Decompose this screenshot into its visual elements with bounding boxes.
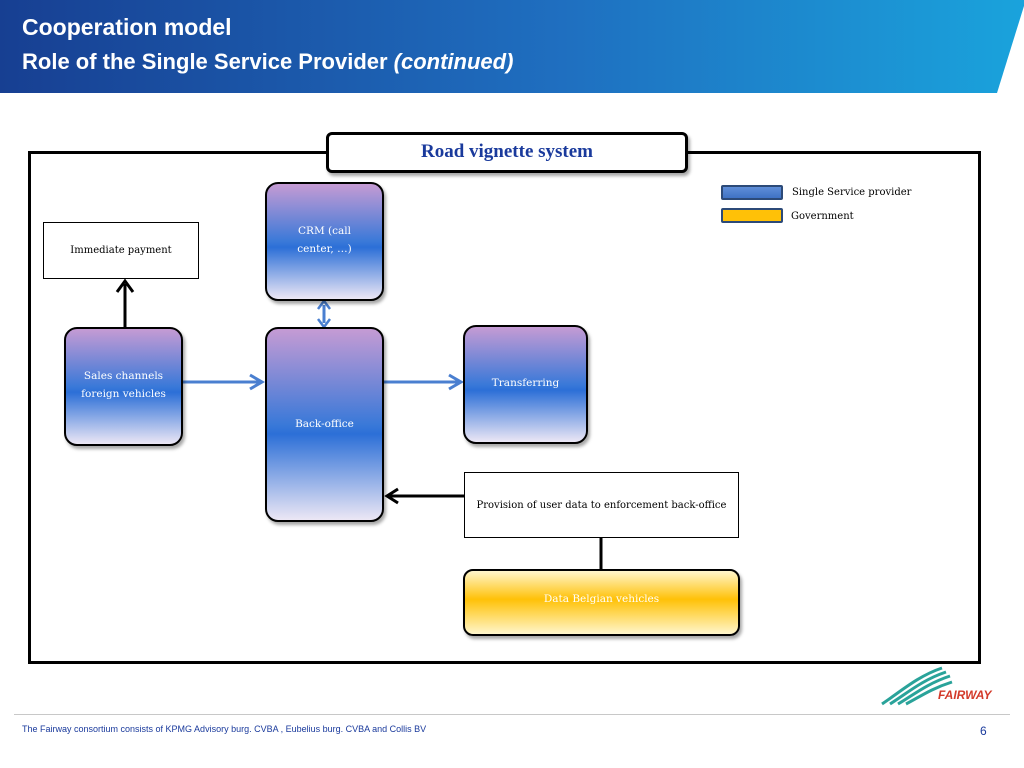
legend-swatch-government <box>721 208 783 223</box>
node-data-belgian-vehicles: Data Belgian vehicles <box>463 569 740 636</box>
back-office-label: Back-office <box>295 418 354 430</box>
node-provision: Provision of user data to enforcement ba… <box>464 472 739 538</box>
system-title: Road vignette system <box>326 132 688 173</box>
transferring-label: Transferring <box>491 377 560 389</box>
page-title: Cooperation model <box>22 14 232 40</box>
immediate-payment-label: Immediate payment <box>70 245 172 256</box>
arrowhead-crm-up <box>317 298 331 310</box>
node-crm: CRM (call center, …) <box>265 182 384 301</box>
page-subtitle: Role of the Single Service Provider (con… <box>22 49 513 75</box>
legend-label-government: Government <box>791 211 854 222</box>
page-number: 6 <box>980 724 987 738</box>
node-immediate-payment: Immediate payment <box>43 222 199 279</box>
arrowhead-provision <box>384 487 399 505</box>
data-belgian-label: Data Belgian vehicles <box>543 593 660 605</box>
legend-swatch-ssp <box>721 185 783 200</box>
fairway-logo-text: FAIRWAY <box>938 688 992 702</box>
node-transferring: Transferring <box>463 325 588 444</box>
subtitle-continued: (continued) <box>393 49 514 74</box>
header-background <box>0 0 1024 93</box>
arrowhead-backoffice <box>249 373 265 391</box>
arrowhead-transferring <box>448 373 464 391</box>
legend-label-ssp: Single Service provider <box>792 187 912 198</box>
node-back-office: Back-office <box>265 327 384 522</box>
node-sales-channels: Sales channels foreign vehicles <box>64 327 183 446</box>
provision-label: Provision of user data to enforcement ba… <box>476 499 727 511</box>
sales-label-line1: Sales channels <box>83 370 164 382</box>
footer-divider <box>14 714 1010 715</box>
footer-text: The Fairway consortium consists of KPMG … <box>22 724 427 734</box>
subtitle-main: Role of the Single Service Provider <box>22 49 394 74</box>
sales-label-line2: foreign vehicles <box>81 388 166 400</box>
header-banner <box>0 0 1024 93</box>
crm-label-line1: CRM (call <box>298 225 351 237</box>
fairway-logo-icon <box>881 666 953 706</box>
crm-label-line2: center, …) <box>297 243 352 255</box>
arrowhead-payment <box>115 278 135 293</box>
